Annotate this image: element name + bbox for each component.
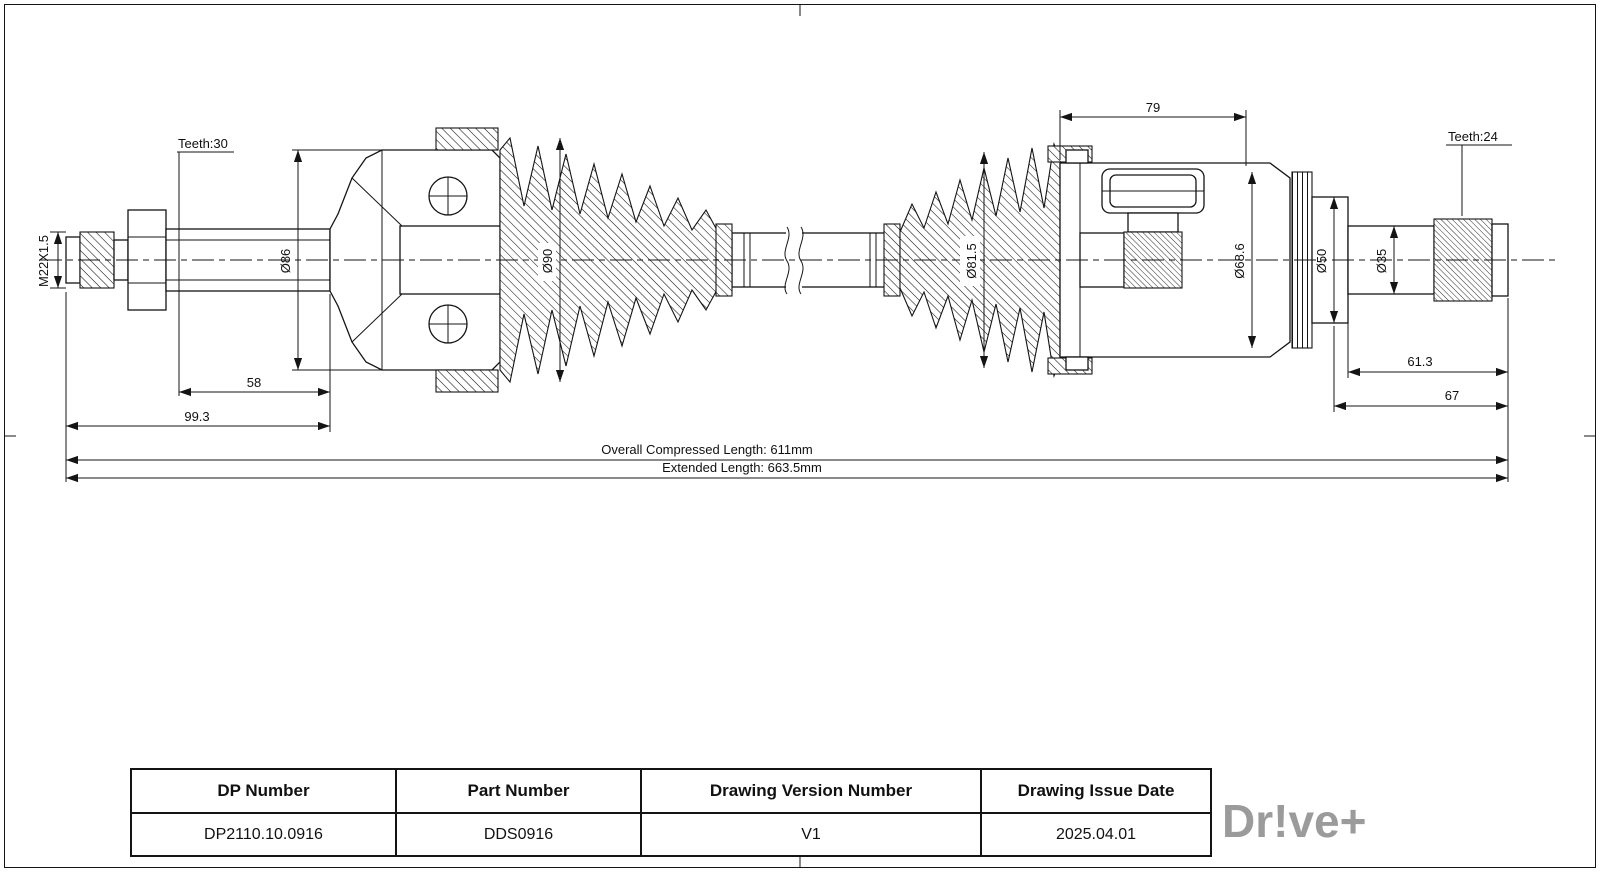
dim-dia-50: Ø50 xyxy=(1314,249,1329,274)
label-backing xyxy=(538,243,556,281)
break-line xyxy=(798,226,804,295)
drawing-issue-date-value: 2025.04.01 xyxy=(980,812,1212,857)
dim-dia-81-5: Ø81.5 xyxy=(964,243,979,278)
part-number-value: DDS0916 xyxy=(395,812,642,857)
dim-dia-90: Ø90 xyxy=(540,249,555,274)
break-line xyxy=(784,226,790,295)
dim-dia-86: Ø86 xyxy=(278,249,293,274)
dim-len-79: 79 xyxy=(1146,100,1160,115)
dim-len-58: 58 xyxy=(247,375,261,390)
part-number-header: Part Number xyxy=(395,768,642,814)
dim-thread-left: M22X1.5 xyxy=(36,235,51,287)
dim-overall-compressed-length: Overall Compressed Length: 611mm xyxy=(601,442,812,457)
dim-len-67: 67 xyxy=(1445,388,1459,403)
dim-dia-68-6: Ø68.6 xyxy=(1232,243,1247,278)
drawing-version-number-value: V1 xyxy=(640,812,982,857)
drawing-version-number-header: Drawing Version Number xyxy=(640,768,982,814)
dim-dia-35: Ø35 xyxy=(1374,249,1389,274)
title-block-row-values: DP2110.10.0916 DDS0916 V1 2025.04.01 xyxy=(130,812,1212,857)
label-backing xyxy=(960,236,980,286)
left-cv-boot xyxy=(499,136,719,384)
dp-number-value: DP2110.10.0916 xyxy=(130,812,397,857)
left-threaded-stub xyxy=(65,209,331,311)
intermediate-shaft xyxy=(715,223,901,297)
dim-teeth-left: Teeth:30 xyxy=(178,136,228,151)
dim-extended-length: Extended Length: 663.5mm xyxy=(662,460,822,475)
title-block-row-headers: DP Number Part Number Drawing Version Nu… xyxy=(130,768,1212,814)
dp-number-header: DP Number xyxy=(130,768,397,814)
drawing-issue-date-header: Drawing Issue Date xyxy=(980,768,1212,814)
brand-logo: Dr!ve+ xyxy=(1222,795,1367,847)
border-center-marks xyxy=(4,4,1596,868)
dim-len-61-3: 61.3 xyxy=(1407,354,1432,369)
title-block: DP Number Part Number Drawing Version Nu… xyxy=(130,768,1212,857)
dim-teeth-right: Teeth:24 xyxy=(1448,129,1498,144)
dim-len-99-3: 99.3 xyxy=(184,409,209,424)
